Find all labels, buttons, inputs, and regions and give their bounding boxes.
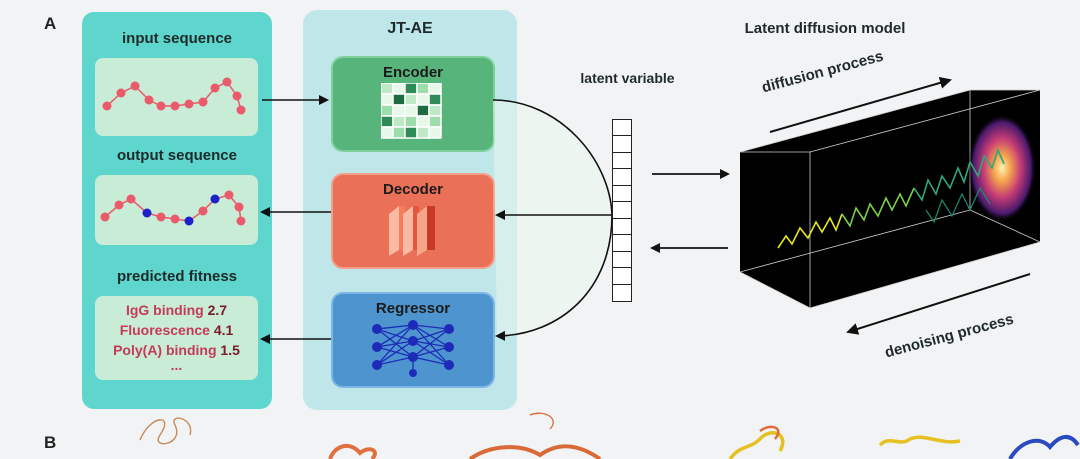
latent-cell [612,283,632,302]
regressor-label: Regressor [375,300,451,317]
output-sequence-card [95,175,258,245]
latent-cell [612,135,632,153]
fitness-row-polya: Poly(A) binding 1.5 [113,342,240,358]
protein-structure-6 [1008,435,1080,459]
panel-label-b: B [44,433,57,452]
fitness-more: ... [170,357,183,373]
latent-cell [612,168,632,186]
fitness-row-fluorescence: Fluorescence 4.1 [119,322,234,338]
input-sequence-chain [102,77,246,115]
jtae-title: JT-AE [387,20,433,37]
latent-vector [612,118,632,302]
encoder-label: Encoder [382,64,443,81]
trajectory-yellow [777,213,843,249]
protein-structures [139,412,1080,459]
protein-structure-1 [139,417,192,445]
diffusion-model-title: Latent diffusion model [744,20,906,37]
protein-structure-4 [728,431,785,459]
trajectory-branch [925,186,991,224]
noise-distribution-glow [968,114,1036,222]
latent-cell [612,118,632,137]
panel-label-a: A [44,14,57,33]
regressor-box: Regressor [331,292,495,388]
protein-structure-3b [529,412,554,430]
latent-cell [612,201,632,219]
neural-network-icon [372,320,454,377]
predicted-fitness-label: predicted fitness [116,268,238,285]
protein-structure-4b [759,425,780,440]
latent-cell [612,267,632,285]
protein-structure-3 [468,444,602,459]
decoder-layers-icon [389,206,435,256]
output-sequence-chain [100,190,246,226]
latent-cell [612,217,632,236]
diffusion-box-3d [739,77,1041,335]
latent-variable-label: latent variable [580,70,675,86]
latent-cell [612,184,632,203]
encoder-box: Encoder [331,56,495,152]
latent-cell [612,234,632,252]
decoder-box: Decoder [331,173,495,269]
trajectory-teal [913,147,1005,202]
input-sequence-card [95,58,258,136]
output-sequence-label: output sequence [116,147,237,164]
fitness-card: IgG binding 2.7 Fluorescence 4.1 Poly(A)… [95,296,258,380]
protein-structure-5 [878,435,961,447]
latent-cell [612,151,632,170]
decoder-label: Decoder [382,181,444,198]
latent-cell [612,250,632,269]
input-sequence-label: input sequence [121,30,233,47]
fitness-row-igg: IgG binding 2.7 [125,302,228,318]
encoder-grid-icon [380,82,442,139]
trajectory-green [841,187,915,228]
protein-structure-2 [328,443,377,459]
